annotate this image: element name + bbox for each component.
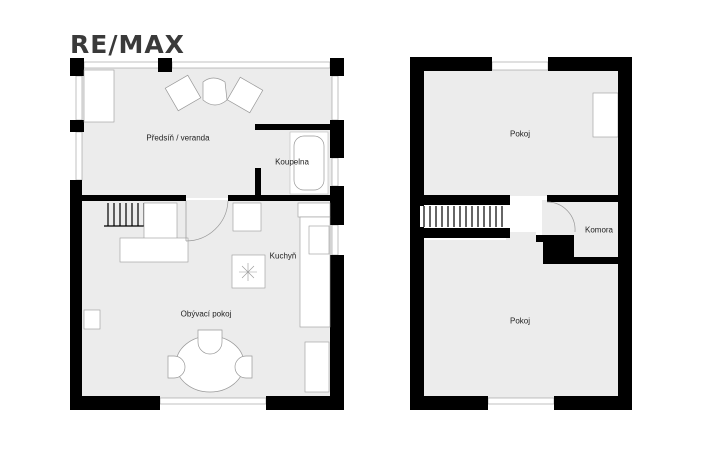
walls: [70, 58, 344, 410]
dining-table: [167, 329, 253, 393]
room-label-upper-room-1: Pokoj: [509, 129, 531, 139]
room-label-bathroom: Koupelna: [275, 157, 309, 167]
room-label-storage: Komora: [584, 225, 614, 235]
veranda-chairs: [164, 74, 264, 114]
room-label-upper-room-2: Pokoj: [509, 316, 531, 326]
remax-logo: RE/MAX: [70, 30, 185, 59]
room-label-kitchen: Kuchyň: [269, 251, 297, 261]
upper-floor-plan: [410, 57, 632, 410]
room-label-veranda: Předsíň / veranda: [146, 133, 210, 143]
ground-floor-plan: [70, 58, 344, 410]
room-label-living: Obývací pokoj: [180, 309, 232, 319]
